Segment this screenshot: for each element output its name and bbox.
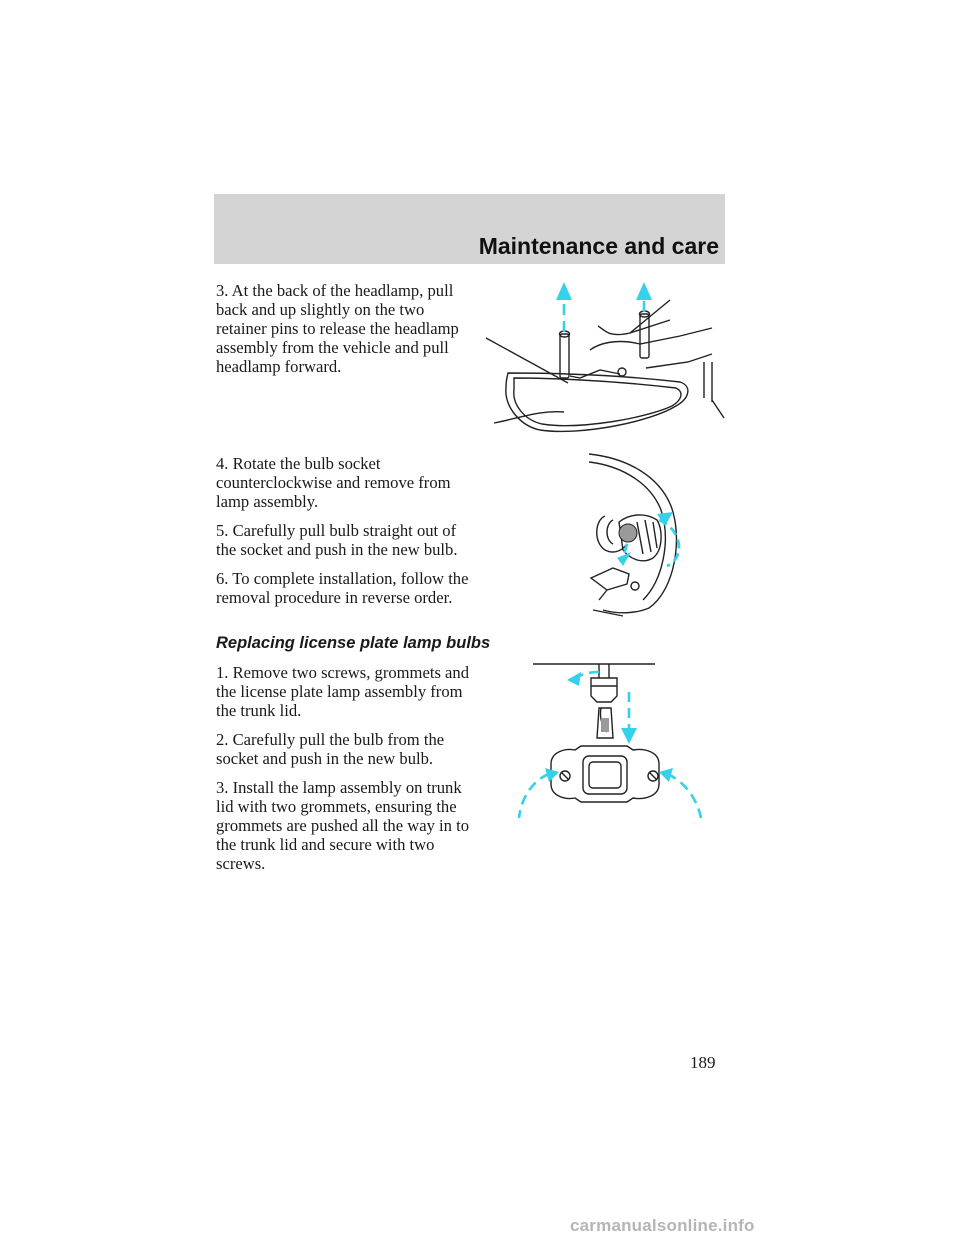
page-number: 189 — [690, 1053, 716, 1072]
section-header-band: Maintenance and care — [214, 194, 725, 264]
headlamp-retainer-pins-illustration — [485, 282, 725, 433]
headlamp-step6: 6. To complete installation, follow the … — [216, 569, 469, 607]
license-lamp-heading: Replacing license plate lamp bulbs — [216, 634, 491, 652]
headlamp-step3-block: 3. At the back of the headlamp, pull bac… — [216, 281, 476, 386]
license-steps-block: 1. Remove two screws, grommets and the l… — [216, 663, 476, 883]
license-step1: 1. Remove two screws, grommets and the l… — [216, 663, 470, 720]
headlamp-step4: 4. Rotate the bulb socket counterclockwi… — [216, 454, 451, 511]
watermark: carmanualsonline.info — [570, 1216, 755, 1235]
license-step2: 2. Carefully pull the bulb from the sock… — [216, 730, 445, 768]
license-plate-lamp-illustration — [517, 663, 703, 819]
headlamp-step5: 5. Carefully pull bulb straight out of t… — [216, 521, 458, 559]
bulb-socket-rotation-illustration — [588, 453, 681, 617]
license-step3: 3. Install the lamp assembly on trunk li… — [216, 778, 469, 873]
headlamp-step3: 3. At the back of the headlamp, pull bac… — [216, 281, 459, 376]
section-title: Maintenance and care — [478, 233, 719, 259]
headlamp-steps-block: 4. Rotate the bulb socket counterclockwi… — [216, 454, 476, 617]
